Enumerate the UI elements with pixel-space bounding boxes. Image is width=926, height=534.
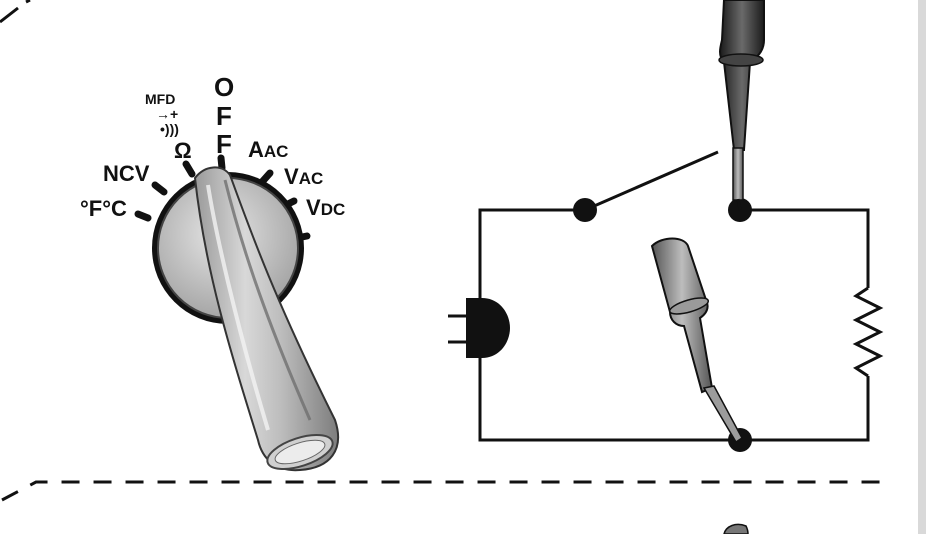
circuit-wires (478, 150, 884, 442)
off-letter-f2: F (216, 129, 232, 159)
dial-knob[interactable] (193, 166, 340, 475)
probe-bottom[interactable] (650, 237, 743, 444)
vdc-main: V (306, 195, 321, 220)
vac-sub: AC (298, 169, 324, 188)
off-letter-o: O (214, 72, 235, 102)
label-ohm: Ω (174, 138, 192, 163)
label-ncv: NCV (103, 161, 150, 186)
off-letter-f1: F (216, 101, 232, 131)
lamp (448, 298, 510, 358)
aac-main: A (248, 137, 264, 162)
label-mfd: MFD (145, 91, 176, 107)
dashed-border-top (0, 0, 31, 24)
probe-top[interactable] (718, 0, 765, 211)
probe-fragment (723, 523, 749, 534)
node-switch-left (573, 198, 597, 222)
aac-sub: AC (263, 142, 289, 161)
label-temp: °F°C (80, 196, 127, 221)
resistor (852, 286, 884, 378)
vac-main: V (284, 164, 299, 189)
continuity-icon: •))) (160, 121, 179, 137)
diode-icon: →+ (156, 106, 179, 122)
label-vac: VAC (284, 166, 323, 188)
label-aac: AAC (248, 139, 288, 161)
label-vdc: VDC (306, 197, 345, 219)
vdc-sub: DC (320, 200, 346, 219)
scrollbar[interactable] (918, 0, 926, 534)
dashed-separator (1, 480, 885, 502)
